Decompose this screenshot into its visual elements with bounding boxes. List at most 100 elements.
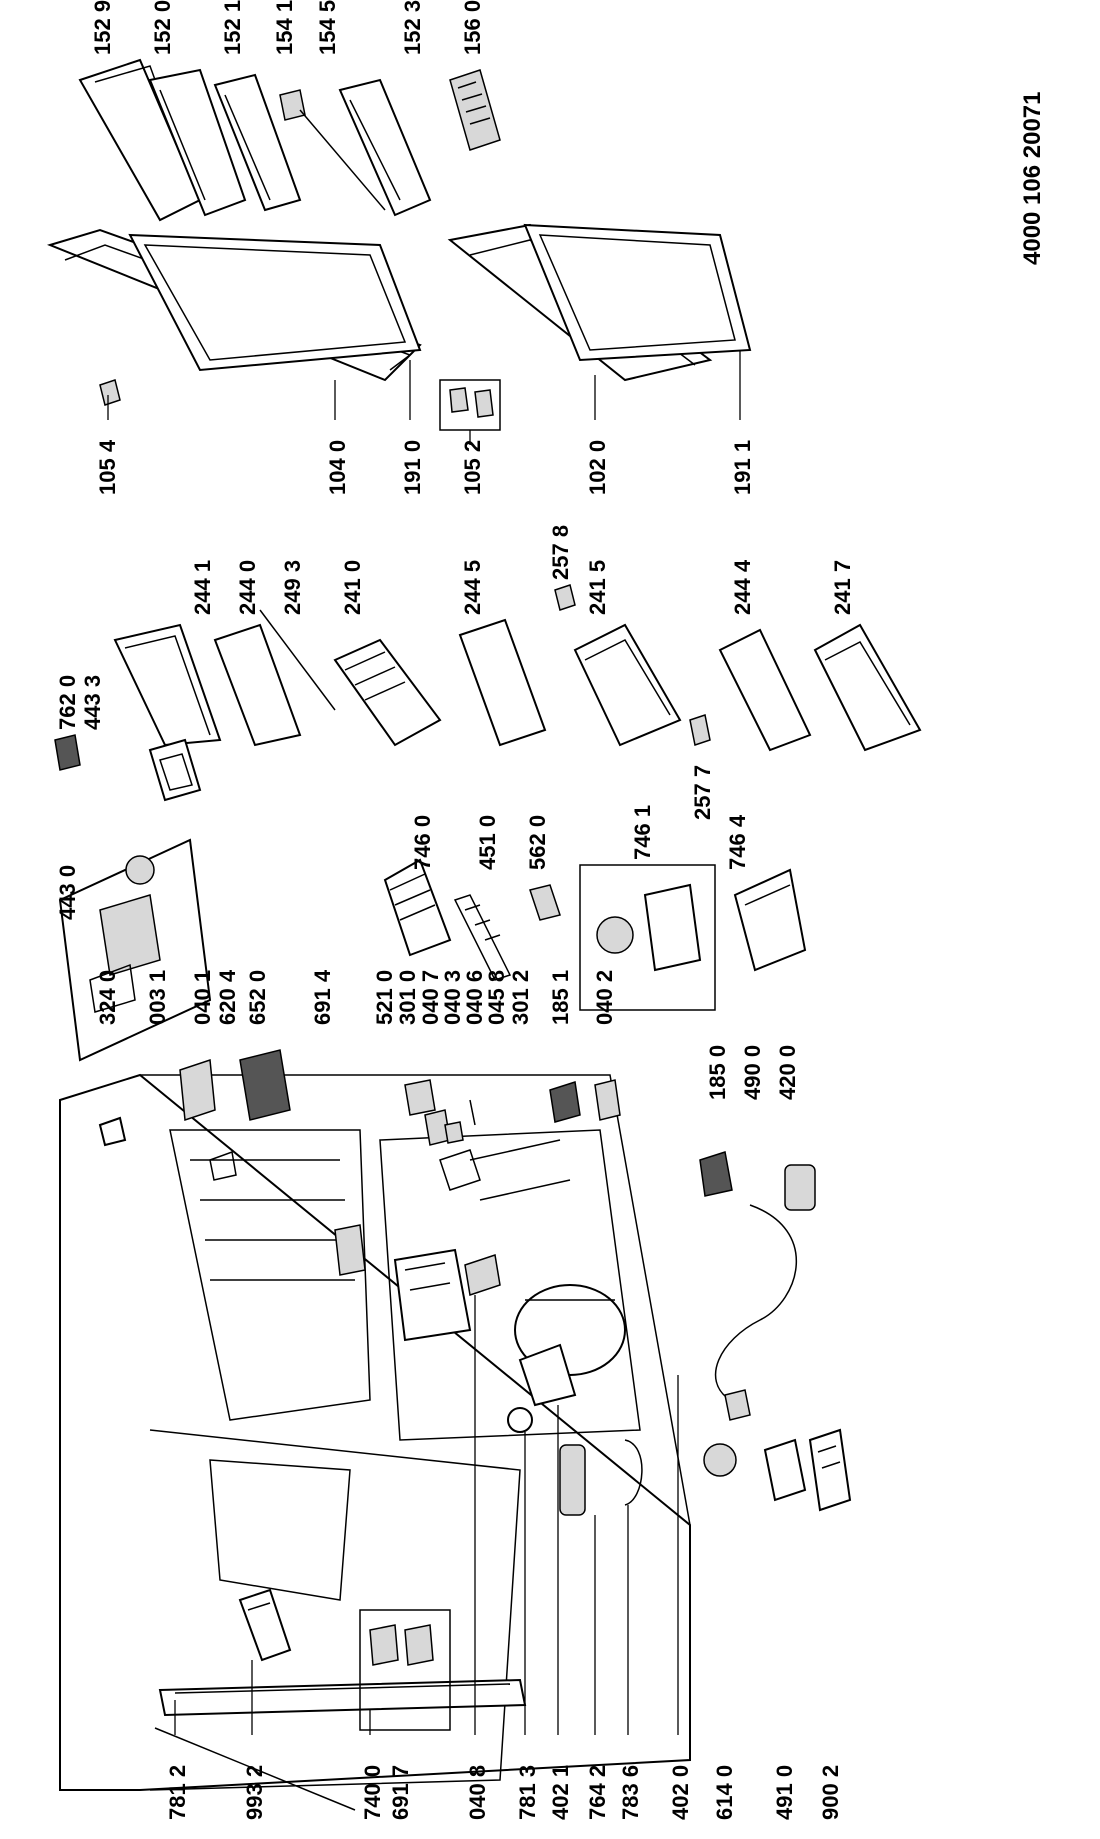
label-1529: 152 9 <box>90 0 115 55</box>
grommet-7813 <box>507 1407 533 1433</box>
label-7461: 746 1 <box>630 805 655 860</box>
crisper-cover-2410 <box>333 638 442 747</box>
hinge-parts-1052 <box>439 379 501 431</box>
label-0031: 003 1 <box>145 970 170 1025</box>
label-9932: 993 2 <box>242 1765 267 1820</box>
label-0401: 040 1 <box>190 970 215 1025</box>
cover-1851 <box>549 1081 581 1123</box>
label-1850: 185 0 <box>705 1045 730 1100</box>
label-6140: 614 0 <box>712 1765 737 1820</box>
label-2410: 241 0 <box>340 560 365 615</box>
shelf-frame-2441 <box>113 623 222 747</box>
filter-drier-7642 <box>559 1444 586 1516</box>
lamp-cover-4433 <box>148 738 202 802</box>
label-0403: 040 3 <box>440 970 465 1025</box>
cabinet-0031 <box>59 1073 691 1791</box>
door-hinge-1054 <box>99 379 121 406</box>
label-5620: 562 0 <box>525 815 550 870</box>
label-4200: 420 0 <box>775 1045 800 1100</box>
egg-tray-1560 <box>449 69 501 151</box>
cover-4910 <box>763 1438 807 1502</box>
label-1560: 156 0 <box>460 0 485 55</box>
label-2445: 244 5 <box>460 560 485 615</box>
label-1541: 154 1 <box>272 0 297 55</box>
control-kit-7461 <box>579 864 716 1011</box>
label-2577: 257 7 <box>690 765 715 820</box>
label-6914: 691 4 <box>310 969 335 1025</box>
drawer-2417 <box>813 623 922 752</box>
shelf-support-6914 <box>334 1224 366 1276</box>
label-7460: 746 0 <box>410 815 435 870</box>
label-4900: 490 0 <box>740 1045 765 1100</box>
label-2441: 244 1 <box>190 560 215 615</box>
light-switch-6140 <box>703 1443 737 1477</box>
label-1911: 191 1 <box>730 440 755 495</box>
label-3010: 301 0 <box>395 970 420 1025</box>
label-1054: 105 4 <box>95 439 120 495</box>
label-2493: 249 3 <box>280 560 305 615</box>
label-7620: 762 0 <box>55 675 80 730</box>
glass-shelf-2440 <box>213 623 302 747</box>
fan-motor-9932 <box>238 1588 292 1662</box>
label-7464: 746 4 <box>725 814 750 870</box>
door-shelf-1521 <box>213 73 302 212</box>
label-1521: 152 1 <box>220 0 245 55</box>
label-5210: 521 0 <box>372 970 397 1025</box>
hinge-0407 <box>404 1079 436 1116</box>
label-0406: 040 6 <box>462 970 487 1025</box>
document-number: 4000 106 20071 <box>1019 91 1046 265</box>
label-1910: 191 0 <box>400 440 425 495</box>
clip-7836 <box>624 1439 643 1506</box>
glass-shelf-2445 <box>458 618 547 747</box>
bracket-6204 <box>209 1150 237 1181</box>
label-6204: 620 4 <box>215 969 240 1025</box>
label-4910: 491 0 <box>772 1765 797 1820</box>
label-9002: 900 2 <box>818 1765 843 1820</box>
fan-assembly-4430 <box>58 838 212 1062</box>
label-4433: 443 3 <box>80 675 105 730</box>
rod-1545 <box>299 109 386 211</box>
screw-0458 <box>469 1099 476 1126</box>
label-1040: 104 0 <box>325 440 350 495</box>
label-2440: 244 0 <box>235 560 260 615</box>
sealing-strip-7812 <box>154 1727 356 1811</box>
glass-shelf-2444 <box>718 628 812 752</box>
relay-4021 <box>518 1343 577 1407</box>
label-3240: 324 0 <box>95 970 120 1025</box>
label-7813: 781 3 <box>515 1765 540 1820</box>
washer-0406 <box>444 1121 464 1144</box>
label-1523: 152 3 <box>400 0 425 55</box>
label-7400: 740 0 <box>360 1765 385 1820</box>
small-parts-6917 <box>359 1609 451 1731</box>
upper-door-gasket-1910 <box>128 233 422 372</box>
label-1052: 105 2 <box>460 440 485 495</box>
label-7642: 764 2 <box>585 1765 610 1820</box>
label-1020: 102 0 <box>585 440 610 495</box>
top-panel-3240 <box>98 1116 127 1147</box>
label-0458: 045 8 <box>484 970 509 1025</box>
label-7836: 783 6 <box>618 1765 643 1820</box>
cover-plate-7464 <box>733 868 807 972</box>
label-7812: 781 2 <box>165 1765 190 1820</box>
label-4430: 443 0 <box>55 865 80 920</box>
label-6520: 652 0 <box>245 970 270 1025</box>
label-0407: 040 7 <box>418 970 443 1025</box>
lamp-holder-3012 <box>439 1149 481 1191</box>
heater-4510 <box>453 894 512 981</box>
evaporator-tray-0408 <box>464 1254 501 1296</box>
label-4020: 402 0 <box>668 1765 693 1820</box>
label-1520: 152 0 <box>150 0 175 55</box>
door-shelf-1520 <box>148 68 247 217</box>
power-cord-4900 <box>714 1204 797 1421</box>
evaporator-7460 <box>383 858 452 957</box>
label-2417: 241 7 <box>830 560 855 615</box>
drawer-2415 <box>573 623 682 747</box>
hinge-0402 <box>594 1079 621 1121</box>
thermostat-6520 <box>239 1049 291 1121</box>
label-2444: 244 4 <box>730 559 755 615</box>
door-shelf-1523 <box>338 78 432 217</box>
label-1545: 154 5 <box>315 0 340 55</box>
lower-door-gasket-1911 <box>523 223 752 362</box>
label-3012: 301 2 <box>508 970 533 1025</box>
